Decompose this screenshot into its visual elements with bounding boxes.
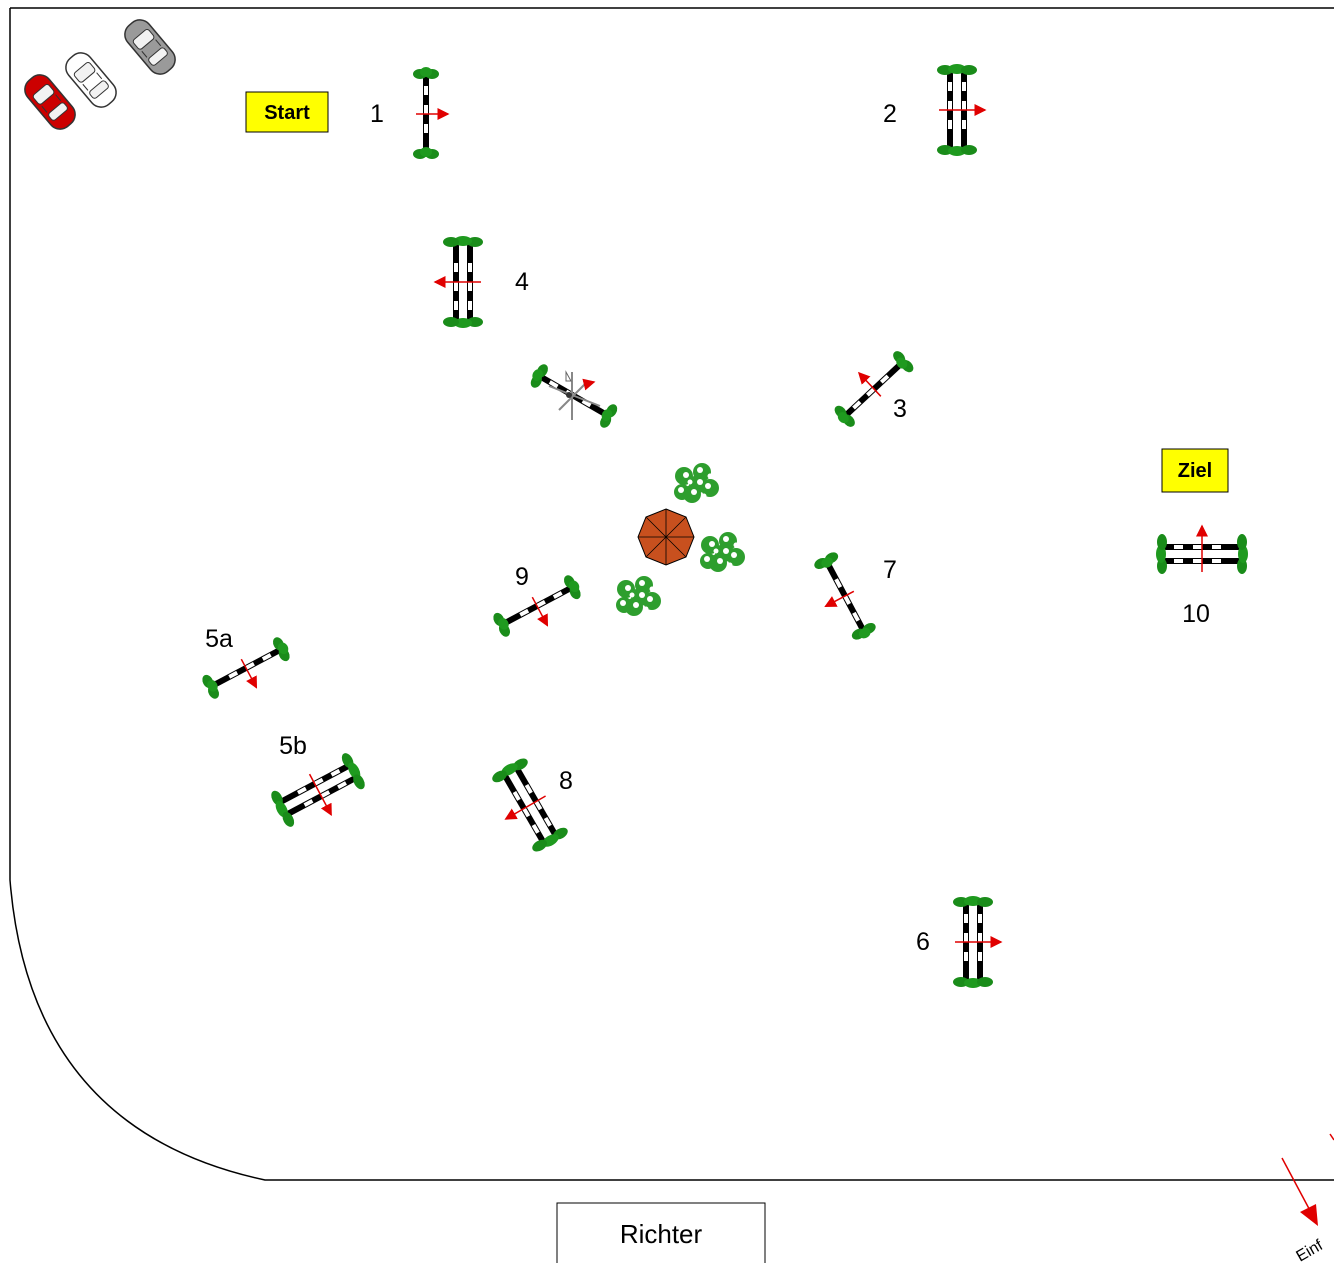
- oxer-jump-icon: [937, 64, 985, 156]
- oxer-jump-icon: [483, 755, 571, 859]
- start-label: Start: [264, 102, 310, 124]
- oxer-jump-icon: [1156, 526, 1248, 574]
- obstacle-number: 3: [893, 395, 907, 423]
- car-red-icon: [19, 69, 81, 135]
- car-grey-icon: [119, 14, 181, 80]
- obstacle-6: 6: [916, 896, 1001, 988]
- flag-icon: [548, 372, 601, 420]
- car-white-icon: [60, 47, 122, 113]
- obstacle-5a: 5a: [200, 625, 298, 709]
- obstacle-number: 5a: [205, 625, 233, 653]
- shrub-icon: [674, 463, 719, 503]
- obstacle-5b: 5b: [268, 732, 372, 836]
- entrance-arrows: Einf: [1281, 1133, 1334, 1263]
- obstacle-number: 10: [1182, 600, 1210, 628]
- obstacle-number: 7: [883, 556, 897, 584]
- oxer-jump-icon: [435, 236, 483, 328]
- vertical-jump-icon: [804, 550, 878, 648]
- parked-cars: [19, 14, 181, 135]
- start-tag: Start: [245, 91, 329, 133]
- obstacle-number: 4: [515, 268, 529, 296]
- judge-label: Richter: [620, 1219, 703, 1249]
- finish-label: Ziel: [1178, 460, 1212, 482]
- obstacle-number: 5b: [279, 732, 307, 760]
- obstacle-10: 10: [1156, 526, 1248, 628]
- umbrella-icon: [637, 508, 695, 566]
- obstacle-2: 2: [883, 64, 985, 156]
- obstacle-flag: [526, 361, 620, 430]
- oxer-jump-icon: [268, 751, 372, 837]
- obstacle-number: 6: [916, 928, 930, 956]
- shrub-icon: [700, 532, 745, 572]
- finish-tag: Ziel: [1161, 448, 1229, 493]
- obstacle-1: 1: [370, 67, 448, 159]
- obstacle-number: 8: [559, 767, 573, 795]
- obstacle-3: 3: [825, 342, 916, 430]
- obstacle-7: 7: [804, 550, 897, 648]
- vertical-jump-icon: [491, 572, 589, 646]
- obstacle-number: 9: [515, 563, 529, 591]
- obstacle-8: 8: [483, 755, 573, 859]
- shrub-icon: [616, 576, 661, 616]
- vertical-jump-icon: [413, 67, 448, 159]
- arena-boundary: [9, 7, 1334, 1181]
- obstacle-number: 2: [883, 100, 897, 128]
- judge-box: Richter: [556, 1202, 766, 1263]
- entrance-label: Einf: [1294, 1237, 1327, 1263]
- obstacle-9: 9: [491, 563, 589, 647]
- obstacle-number: 1: [370, 100, 384, 128]
- obstacle-4: 4: [435, 236, 529, 328]
- oxer-jump-icon: [953, 896, 1001, 988]
